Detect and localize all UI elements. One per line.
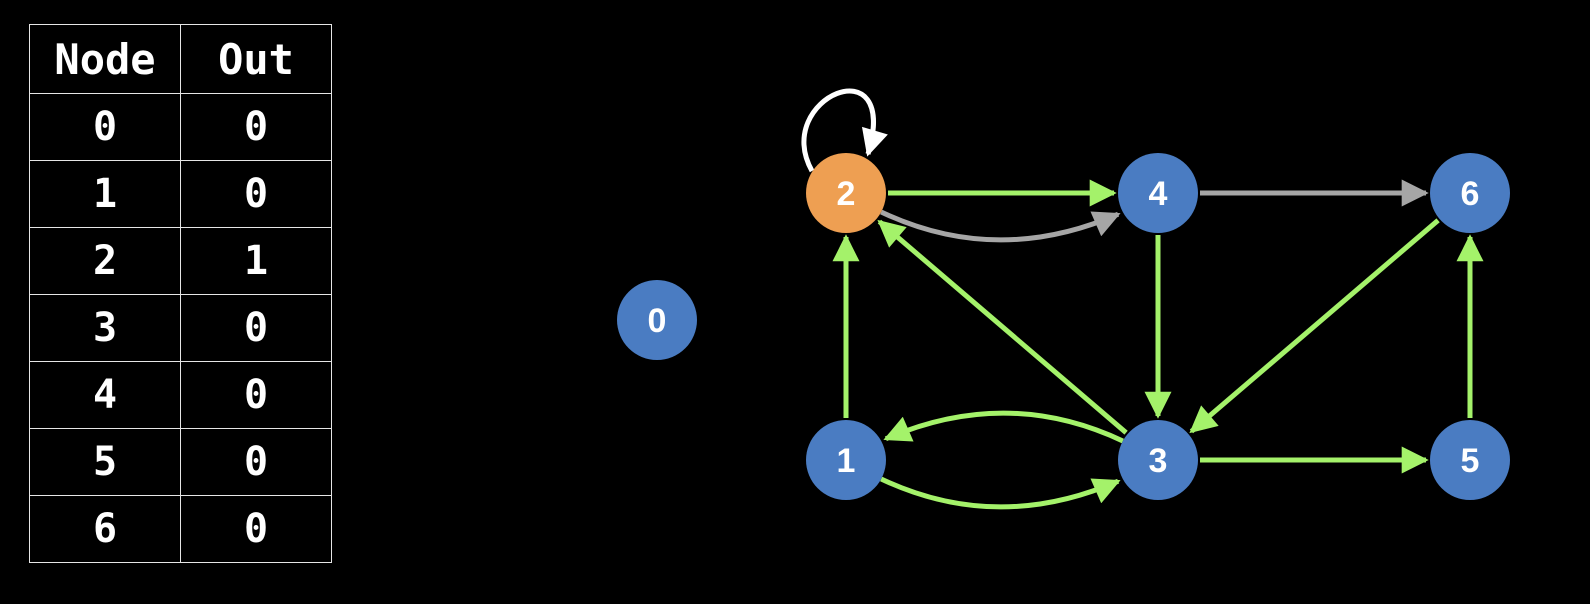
nodes: 0 1 2 3 4 5 6 (617, 153, 1510, 500)
cell-node: 5 (29, 428, 181, 496)
edge-6-to-3-green (1189, 218, 1440, 434)
node-label: 6 (1461, 175, 1480, 213)
node-label: 0 (648, 302, 667, 340)
edge-3-to-2-green (877, 219, 1128, 435)
cell-out: 0 (180, 361, 332, 429)
cell-out: 0 (180, 294, 332, 362)
edges (801, 88, 1484, 510)
graph-node-4: 4 (1118, 153, 1198, 233)
node-circle (1118, 420, 1198, 500)
node-label: 3 (1149, 442, 1168, 480)
cell-node: 0 (29, 93, 181, 161)
node-circle (1430, 420, 1510, 500)
graph-node-0: 0 (617, 280, 697, 360)
edge-2-to-4-gray (880, 209, 1121, 243)
table-header-row: Node Out (29, 24, 332, 94)
edge-1-to-3-green (880, 476, 1121, 510)
cell-node: 4 (29, 361, 181, 429)
graph-node-1: 1 (806, 420, 886, 500)
cell-out: 0 (180, 428, 332, 496)
graph-node-5: 5 (1430, 420, 1510, 500)
node-label: 2 (837, 175, 856, 213)
node-label: 5 (1461, 442, 1480, 480)
graph-node-2: 2 (806, 153, 886, 233)
node-circle (1430, 153, 1510, 233)
cell-out: 0 (180, 495, 332, 563)
node-circle (1118, 153, 1198, 233)
node-circle (806, 420, 886, 500)
node-circle (617, 280, 697, 360)
node-label: 1 (837, 442, 856, 480)
graph-node-6: 6 (1430, 153, 1510, 233)
column-header-node: Node (29, 24, 181, 94)
column-header-out: Out (180, 24, 332, 94)
node-circle (806, 153, 886, 233)
edge-2-to-2-white (801, 88, 888, 173)
node-label: 4 (1149, 175, 1168, 213)
graph-node-3: 3 (1118, 420, 1198, 500)
edge-3-to-1-green (883, 410, 1124, 444)
cell-out: 0 (180, 160, 332, 228)
